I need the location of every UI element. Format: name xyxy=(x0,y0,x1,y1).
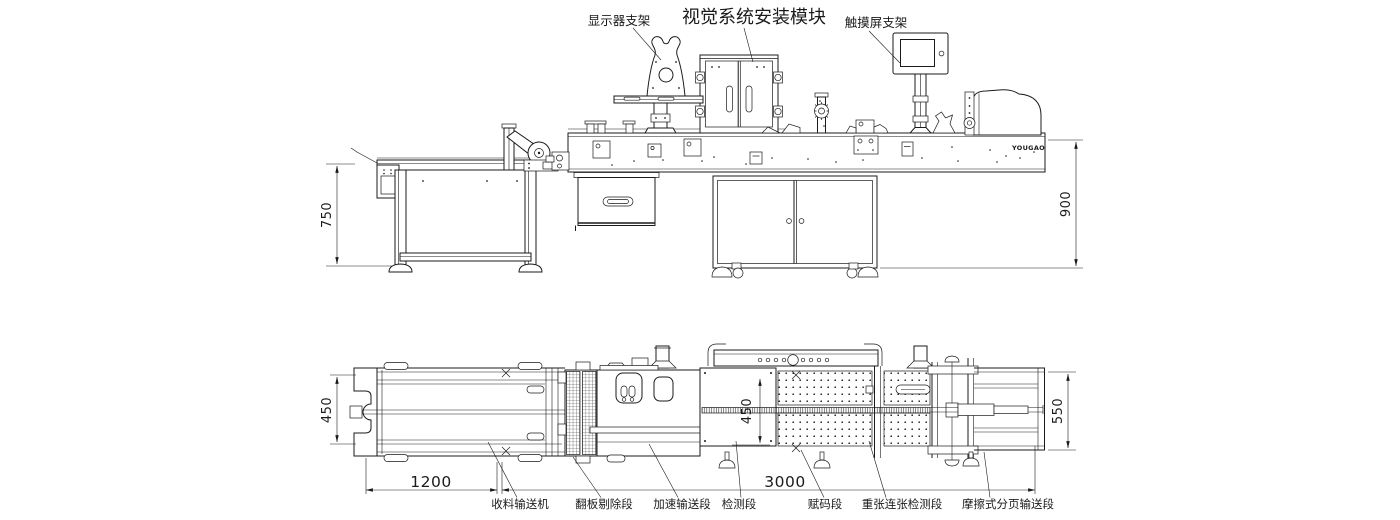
drawer-box xyxy=(573,172,660,231)
bed-top-clamps xyxy=(584,120,636,134)
label-reject-section: 翻板剔除段 xyxy=(575,497,633,511)
dim-450-detect-value: 450 xyxy=(740,398,755,424)
callout-vision-module: 视觉系统安装模块 xyxy=(682,7,826,28)
shaft-coupling xyxy=(957,403,995,416)
label-outfeed-section: 摩擦式分页输送段 xyxy=(962,497,1054,511)
callout-monitor-bracket: 显示器支架 xyxy=(588,13,651,28)
plan-leveling-feet xyxy=(718,451,980,469)
leader-line xyxy=(632,27,662,61)
dim-1200-value: 1200 xyxy=(410,473,451,491)
bed-fastener-dots xyxy=(611,146,1035,166)
vesa-plate xyxy=(646,36,686,97)
bed-mounting-plates xyxy=(592,138,914,165)
dim-750: 750 xyxy=(320,163,392,267)
belt-cross-markers xyxy=(791,370,801,453)
front-elevation-view: YOUGAO xyxy=(320,7,1083,279)
camera-ports xyxy=(757,354,830,366)
dim-3000: 3000 xyxy=(501,446,1036,494)
touchscreen-assembly xyxy=(892,32,949,134)
dim-3000-value: 3000 xyxy=(764,473,805,491)
plan-outfeed-section xyxy=(974,367,1045,451)
leader-line xyxy=(648,443,679,498)
front-callouts: 显示器支架 视觉系统安装模块 触摸屏支架 xyxy=(588,7,908,64)
leader-line xyxy=(487,441,518,498)
cabinet-door-handle xyxy=(798,218,805,224)
leader-line xyxy=(868,30,901,64)
plan-section-labels: 收料输送机 翻板剔除段 加速输送段 检测段 赋码段 重张连张检测段 摩擦式分页输… xyxy=(487,440,1054,511)
dim-450-infeed-value: 450 xyxy=(320,397,335,423)
monitor-bracket xyxy=(613,36,704,134)
center-belt-strip xyxy=(701,407,931,414)
cabinet-hinges xyxy=(695,71,783,118)
plan-accel-section xyxy=(589,345,701,463)
dim-1200: 1200 xyxy=(365,458,498,494)
label-doublesheet-section: 重张连张检测段 xyxy=(862,497,943,511)
plan-detect-section xyxy=(699,367,777,447)
dim-900-value: 900 xyxy=(1059,191,1074,217)
vision-module-cabinet xyxy=(695,54,783,134)
plan-coding-section xyxy=(777,366,931,458)
label-detect-section: 检测段 xyxy=(722,497,757,511)
dim-750-value: 750 xyxy=(320,202,335,228)
leader-line xyxy=(572,456,602,498)
plan-doublesheet-section xyxy=(927,355,1044,467)
hopper-cover xyxy=(932,89,1042,136)
floor-cabinet xyxy=(711,175,879,279)
belt-cross-markers xyxy=(501,368,511,456)
infeed-table-side xyxy=(350,147,544,273)
brand-text: YOUGAO xyxy=(1011,144,1045,152)
label-accel-section: 加速输送段 xyxy=(653,497,711,511)
dim-450-infeed: 450 xyxy=(320,374,356,445)
adjuster-bracket xyxy=(814,92,829,134)
plan-reject-section xyxy=(557,361,598,464)
dim-550: 550 xyxy=(1048,371,1076,451)
leader-line xyxy=(743,27,754,63)
dim-550-value: 550 xyxy=(1051,398,1066,424)
leader-line xyxy=(983,451,991,498)
leader-line xyxy=(800,449,825,498)
label-infeed-conveyor: 收料输送机 xyxy=(491,497,549,511)
label-coding-section: 赋码段 xyxy=(808,497,843,511)
leader-line xyxy=(735,440,742,498)
bed-feeder-assembly xyxy=(845,119,889,155)
cabinet-door-handle xyxy=(786,218,792,224)
dim-450-detect: 450 xyxy=(732,378,770,446)
callout-touchscreen-bracket: 触摸屏支架 xyxy=(845,15,908,30)
touchscreen-display xyxy=(900,39,935,67)
machine-bed: YOUGAO xyxy=(545,120,1046,173)
leader-line xyxy=(868,440,887,498)
plan-view: 450 xyxy=(320,343,1076,511)
dim-900: 900 xyxy=(880,139,1083,269)
plan-top-rail xyxy=(707,343,935,369)
